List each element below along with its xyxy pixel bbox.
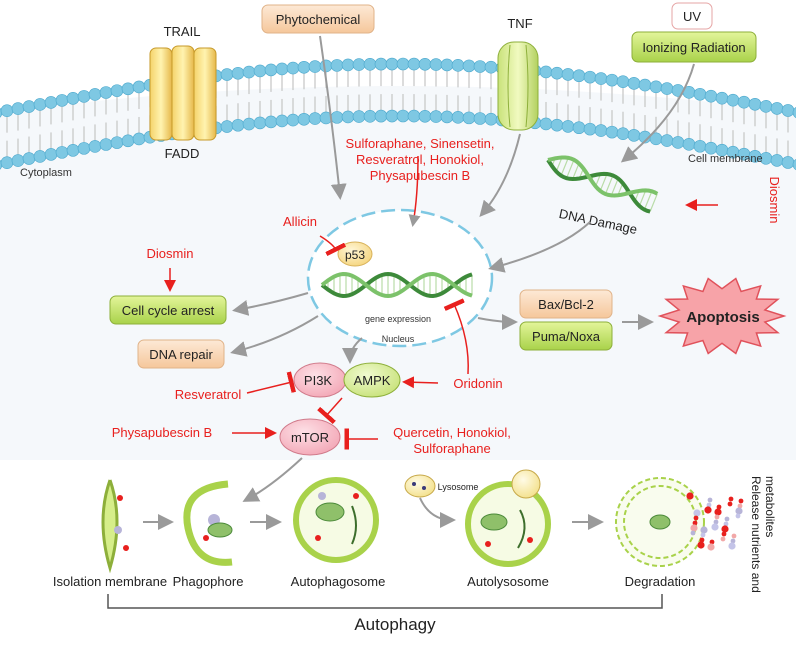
dna-repair-box: [137, 339, 225, 369]
quercetin-line1: Quercetin, Honokiol,: [393, 425, 511, 440]
fadd-label: FADD: [165, 146, 200, 161]
diosmin-right-label: Diosmin: [767, 177, 782, 224]
nucleus-dna: [320, 271, 473, 299]
cell-cycle-arrest-label: Cell cycle arrest: [122, 303, 215, 318]
autophagy-bracket: [107, 594, 663, 609]
degradation-label: Degradation: [625, 574, 696, 589]
uv-box: [671, 2, 713, 30]
nucleus-label: Nucleus: [382, 334, 415, 344]
cytoplasm-label: Cytoplasm: [20, 167, 72, 179]
ionizing-box: [631, 31, 757, 63]
allicin-inhibition: [319, 235, 347, 257]
pi3k-label: PI3K: [304, 373, 333, 388]
release-line1: Release nutrients and: [749, 476, 763, 593]
oridonin-arrow: [402, 376, 439, 389]
ampk-mtor-inhibition: [317, 397, 343, 425]
bax-bcl2-label: Bax/Bcl-2: [538, 297, 594, 312]
resveratrol-inhibition: [246, 371, 296, 394]
degradation: [615, 477, 705, 567]
mtor-label: mTOR: [291, 430, 329, 445]
release-line2: metabolites: [763, 476, 777, 537]
compounds-line2: Resveratrol, Honokiol,: [356, 152, 484, 167]
bax-bcl2-box: [519, 289, 613, 319]
ampk-node: [343, 362, 401, 398]
isolation-membrane-label: Isolation membrane: [53, 574, 167, 589]
cell-cycle-arrest-box: [109, 295, 227, 325]
dna-damage-helix: [546, 155, 659, 214]
ampk-label: AMPK: [354, 373, 391, 388]
phagophore-label: Phagophore: [173, 574, 244, 589]
trail-receptor: [149, 45, 217, 141]
resveratrol-label: Resveratrol: [175, 387, 242, 402]
diosmin-left-label: Diosmin: [147, 246, 194, 261]
compounds-line1: Sulforaphane, Sinensetin,: [346, 136, 495, 151]
mtor-node: [279, 418, 341, 456]
uv-label: UV: [683, 9, 701, 24]
quercetin-line2: Sulforaphane: [413, 441, 490, 456]
puma-noxa-label: Puma/Noxa: [532, 329, 601, 344]
lysosome: [404, 474, 436, 498]
phytochemical-label: Phytochemical: [276, 12, 361, 27]
phytochemical-box: [261, 4, 375, 34]
autolysosome: [465, 469, 551, 567]
ionizing-label: Ionizing Radiation: [642, 40, 745, 55]
gene-expression-label: gene expression: [365, 314, 431, 324]
pathway-arrows: [143, 35, 695, 530]
autophagosome: [293, 477, 379, 563]
oridonin-label: Oridonin: [453, 376, 502, 391]
autolysosome-label: Autolysosome: [467, 574, 549, 589]
phagophore: [183, 480, 233, 566]
oridonin-inhibition: [443, 298, 469, 375]
apoptosis-burst: [657, 277, 787, 355]
isolation-membrane: [101, 479, 129, 574]
apoptosis-label: Apoptosis: [686, 309, 759, 326]
released-metabolites: [686, 492, 744, 551]
allicin-label: Allicin: [283, 214, 317, 229]
tnf-label: TNF: [507, 16, 532, 31]
physapubescin-label: Physapubescin B: [112, 425, 212, 440]
cell-membrane-label: Cell membrane: [688, 153, 763, 165]
puma-noxa-box: [519, 321, 613, 351]
autophagosome-label: Autophagosome: [291, 574, 386, 589]
p53-label: p53: [345, 248, 365, 262]
lysosome-label: Lysosome: [438, 482, 479, 492]
tnf-receptor: [497, 41, 539, 131]
trail-label: TRAIL: [164, 24, 201, 39]
dna-repair-label: DNA repair: [149, 347, 213, 362]
autophagy-label: Autophagy: [354, 615, 436, 634]
compounds-line3: Physapubescin B: [370, 168, 470, 183]
